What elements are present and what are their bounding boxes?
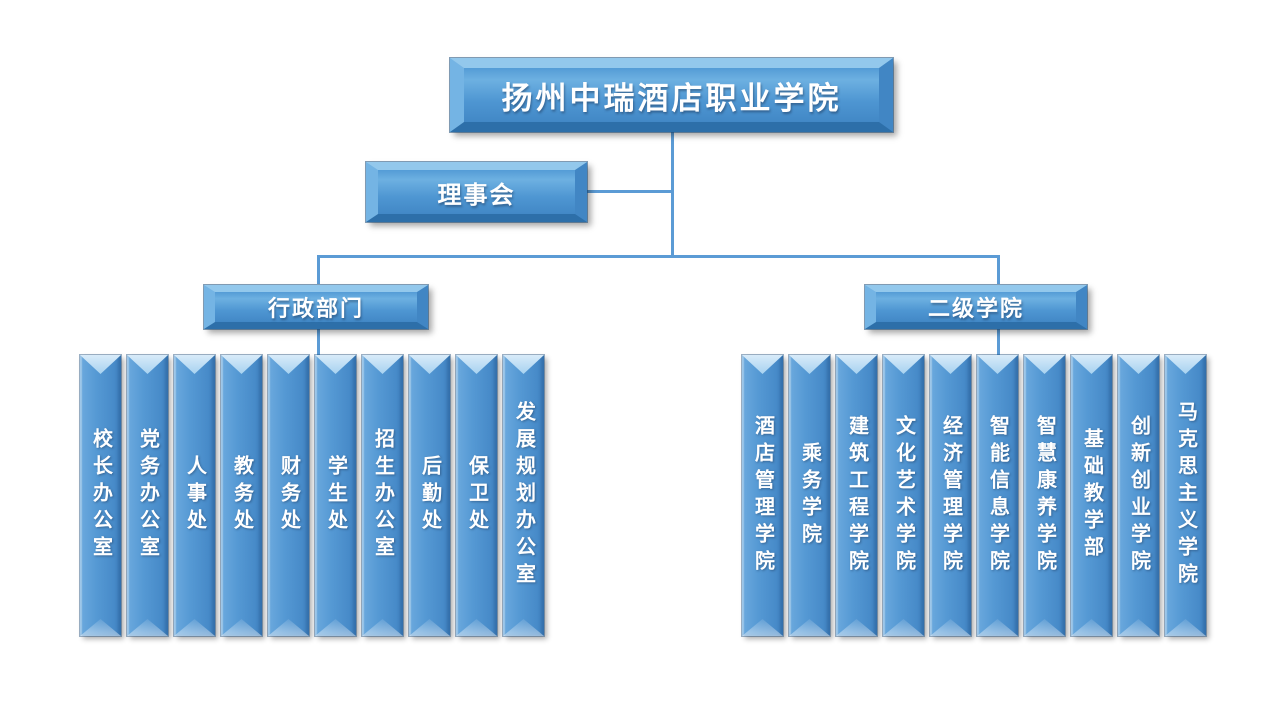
college-column: 乘务学院	[789, 355, 830, 636]
dept-label: 党务办公室	[136, 428, 159, 563]
college-label: 酒店管理学院	[751, 414, 774, 577]
college-label: 乘务学院	[798, 441, 821, 550]
dept-column: 学生处	[315, 355, 356, 636]
college-column: 文化艺术学院	[883, 355, 924, 636]
college-column: 马克思主义学院	[1165, 355, 1206, 636]
branch-college-label: 二级学院	[927, 296, 1024, 321]
connector-rail-horizontal	[317, 255, 1000, 258]
college-label: 文化艺术学院	[892, 414, 915, 577]
org-root-box: 扬州中瑞酒店职业学院	[450, 58, 893, 132]
dept-column: 校长办公室	[80, 355, 121, 636]
college-label: 智能信息学院	[986, 414, 1009, 577]
dept-label: 保卫处	[465, 455, 488, 536]
college-column: 创新创业学院	[1118, 355, 1159, 636]
college-column: 智慧康养学院	[1024, 355, 1065, 636]
dept-column: 教务处	[221, 355, 262, 636]
college-label: 马克思主义学院	[1174, 401, 1197, 590]
dept-label: 招生办公室	[371, 428, 394, 563]
dept-label: 教务处	[230, 455, 253, 536]
college-label: 经济管理学院	[939, 414, 962, 577]
connector-root-vertical	[671, 131, 674, 258]
connector-college-drop-top	[997, 255, 1000, 284]
college-label: 智慧康养学院	[1033, 414, 1056, 577]
college-column: 酒店管理学院	[742, 355, 783, 636]
connector-board-horizontal	[587, 190, 671, 193]
college-column: 经济管理学院	[930, 355, 971, 636]
branch-admin-box: 行政部门	[204, 285, 428, 329]
college-column: 建筑工程学院	[836, 355, 877, 636]
dept-column: 保卫处	[456, 355, 497, 636]
dept-column: 招生办公室	[362, 355, 403, 636]
college-label: 基础教学部	[1080, 428, 1103, 563]
dept-column: 党务办公室	[127, 355, 168, 636]
dept-label: 学生处	[324, 455, 347, 536]
branch-admin-label: 行政部门	[267, 296, 364, 321]
college-label: 创新创业学院	[1127, 414, 1150, 577]
board-box: 理事会	[366, 162, 587, 222]
college-column-group: 酒店管理学院 乘务学院 建筑工程学院 文化艺术学院 经济管理学院 智能信息学院 …	[742, 355, 1206, 636]
dept-label: 后勤处	[418, 455, 441, 536]
org-root-label: 扬州中瑞酒店职业学院	[501, 80, 842, 116]
connector-college-drop-bottom	[997, 329, 1000, 355]
branch-college-box: 二级学院	[865, 285, 1087, 329]
connector-admin-drop-top	[317, 255, 320, 284]
board-label: 理事会	[437, 181, 516, 209]
college-column: 智能信息学院	[977, 355, 1018, 636]
dept-column: 后勤处	[409, 355, 450, 636]
admin-column-group: 校长办公室 党务办公室 人事处 教务处 财务处 学生处 招生办公室 后勤处 保卫…	[80, 355, 544, 636]
dept-column: 人事处	[174, 355, 215, 636]
dept-column: 财务处	[268, 355, 309, 636]
college-column: 基础教学部	[1071, 355, 1112, 636]
dept-label: 发展规划办公室	[512, 401, 535, 590]
college-label: 建筑工程学院	[845, 414, 868, 577]
dept-label: 人事处	[183, 455, 206, 536]
dept-column: 发展规划办公室	[503, 355, 544, 636]
connector-admin-drop-bottom	[317, 329, 320, 355]
dept-label: 财务处	[277, 455, 300, 536]
dept-label: 校长办公室	[89, 428, 112, 563]
